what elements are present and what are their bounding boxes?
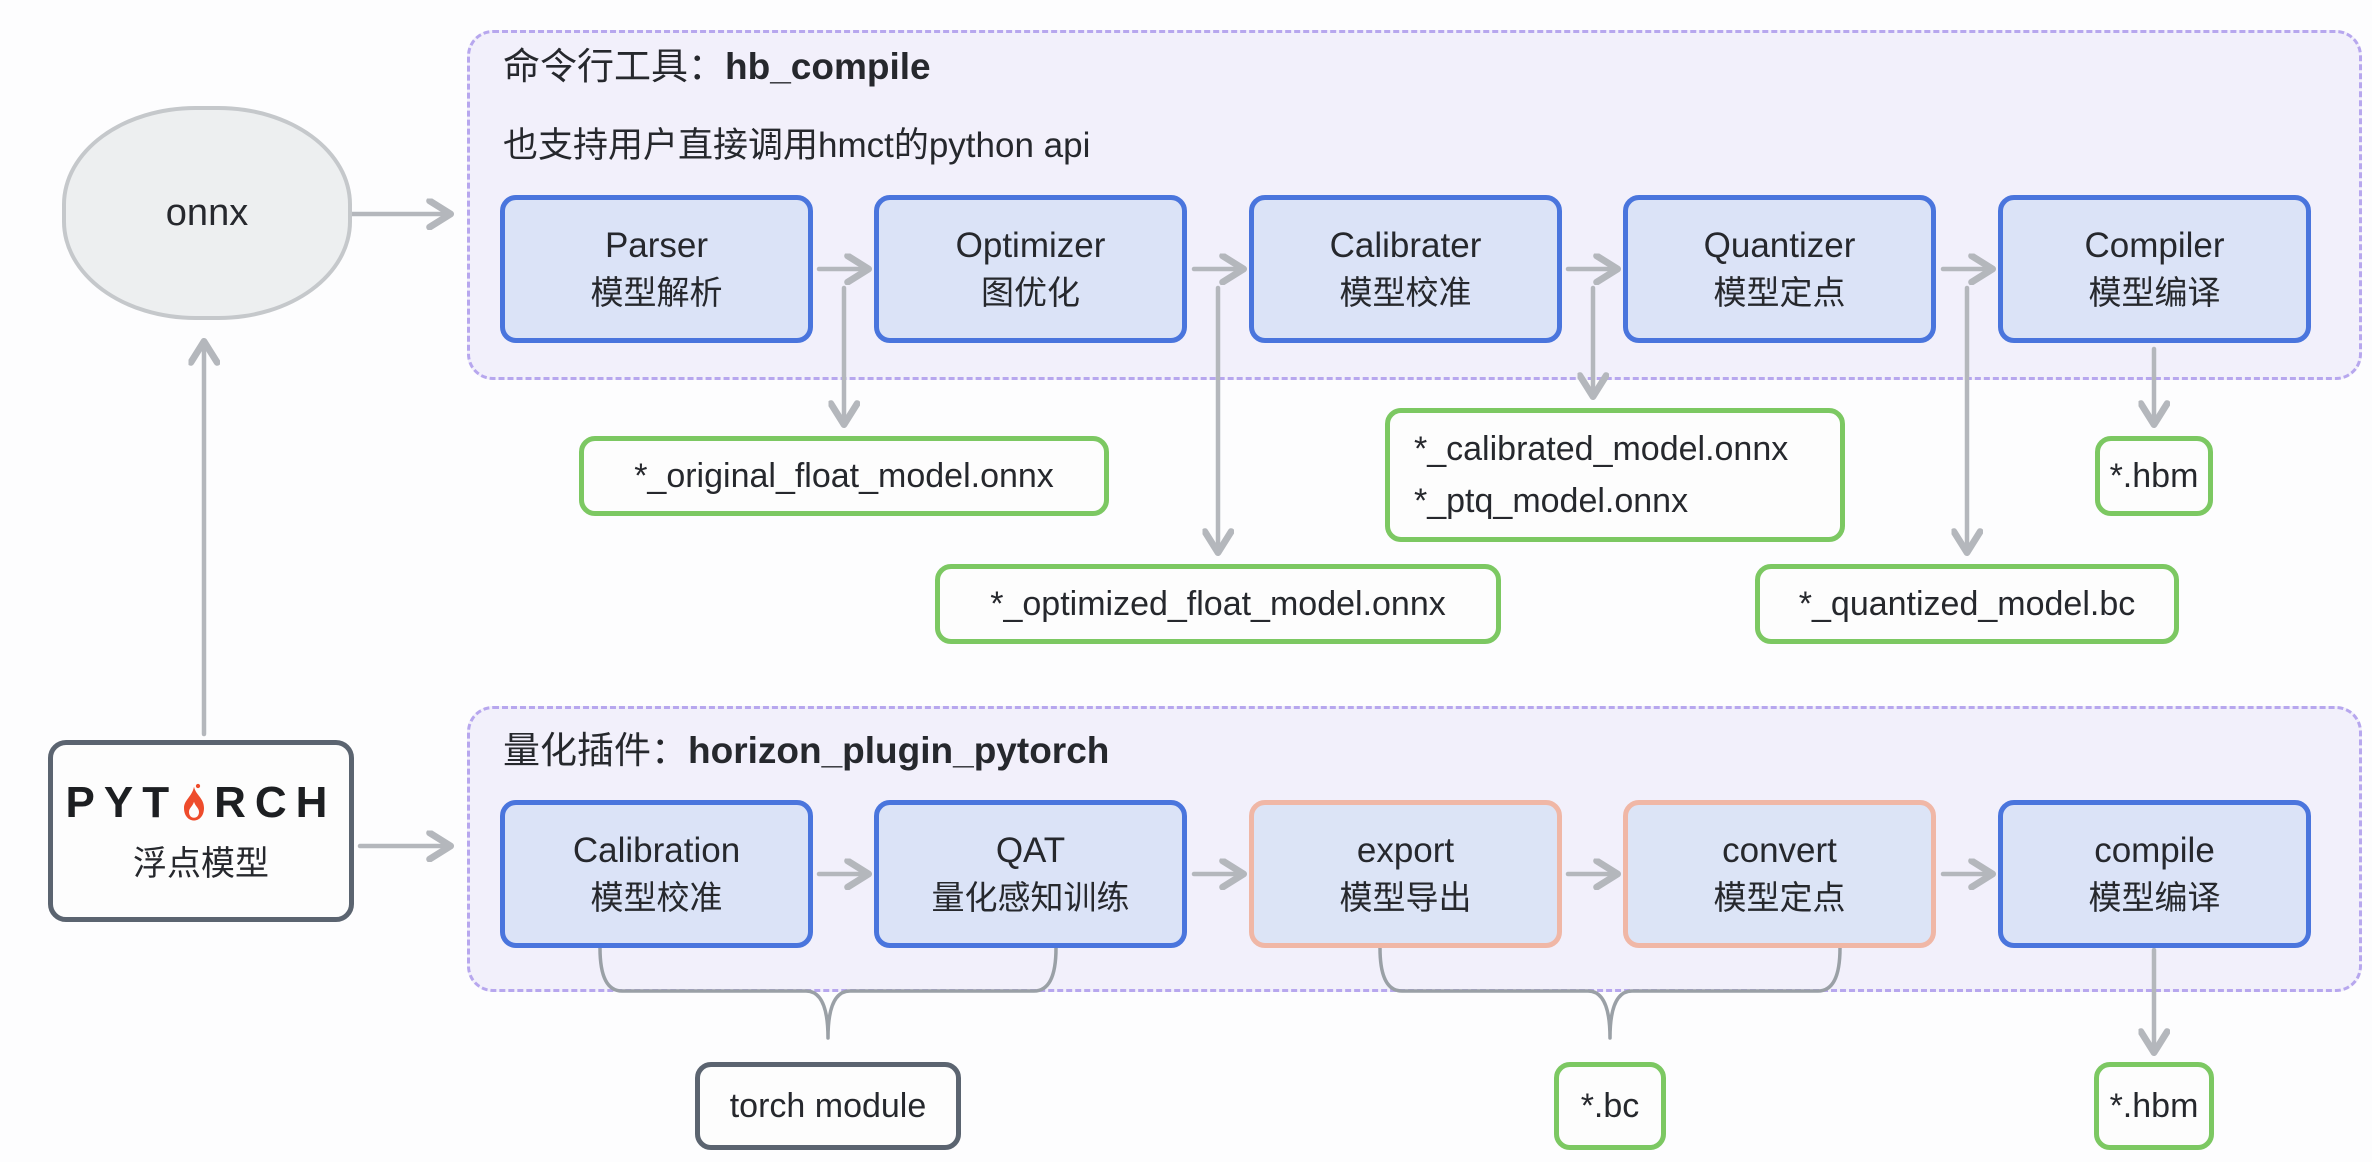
horizon-plugin-title: 量化插件：horizon_plugin_pytorch — [503, 728, 1109, 774]
horizon-plugin-title-code: horizon_plugin_pytorch — [688, 730, 1110, 771]
output-hbm-bottom-text: *.hbm — [2109, 1087, 2199, 1125]
stage-quantizer: Quantizer 模型定点 — [1623, 195, 1936, 343]
stage-convert-zh: 模型定点 — [1713, 879, 1846, 916]
stage-convert-en: convert — [1722, 831, 1837, 870]
stage-compile-zh: 模型编译 — [2088, 879, 2221, 916]
pytorch-flame-icon — [184, 783, 205, 820]
pytorch-sublabel: 浮点模型 — [133, 844, 269, 883]
stage-parser-en: Parser — [604, 226, 709, 265]
stage-export: export 模型导出 — [1249, 800, 1562, 948]
pytorch-logo-right: RCH — [214, 777, 337, 827]
stage-calibration: Calibration 模型校准 — [500, 800, 813, 948]
output-ptq-model-text: *_ptq_model.onnx — [1414, 482, 1689, 520]
stage-compiler-en: Compiler — [2084, 226, 2225, 265]
output-torch-module-text: torch module — [729, 1087, 927, 1125]
stage-compiler-zh: 模型编译 — [2088, 274, 2221, 311]
output-bc: *.bc — [1554, 1062, 1666, 1150]
output-bc-text: *.bc — [1580, 1087, 1640, 1125]
pytorch-logo: PYT RCH — [66, 778, 337, 828]
stage-compile: compile 模型编译 — [1998, 800, 2311, 948]
hb-compile-title-code: hb_compile — [725, 46, 931, 87]
stage-calibrater-zh: 模型校准 — [1339, 274, 1472, 311]
pytorch-logo-left: PYT — [65, 777, 179, 827]
stage-optimizer-zh: 图优化 — [981, 274, 1080, 311]
output-calibrated-model-text: *_calibrated_model.onnx — [1414, 430, 1789, 468]
onnx-label: onnx — [165, 191, 249, 234]
stage-compiler: Compiler 模型编译 — [1998, 195, 2311, 343]
hb-compile-title-prefix: 命令行工具： — [503, 46, 725, 87]
output-original-float-model-text: *_original_float_model.onnx — [634, 457, 1054, 495]
stage-calibrater-en: Calibrater — [1329, 226, 1482, 265]
hb-compile-title: 命令行工具：hb_compile — [503, 44, 931, 90]
stage-parser: Parser 模型解析 — [500, 195, 813, 343]
output-calibrated-ptq-model: *_calibrated_model.onnx *_ptq_model.onnx — [1385, 408, 1845, 542]
horizon-plugin-title-prefix: 量化插件： — [503, 730, 688, 771]
pytorch-node: PYT RCH 浮点模型 — [48, 740, 354, 922]
output-hbm-top: *.hbm — [2095, 436, 2213, 516]
stage-export-zh: 模型导出 — [1339, 879, 1472, 916]
stage-calibration-en: Calibration — [572, 831, 741, 870]
hb-compile-subtitle: 也支持用户直接调用hmct的python api — [503, 126, 1091, 165]
stage-calibration-zh: 模型校准 — [590, 879, 723, 916]
stage-qat: QAT 量化感知训练 — [874, 800, 1187, 948]
output-torch-module: torch module — [695, 1062, 961, 1150]
stage-compile-en: compile — [2094, 831, 2215, 870]
stage-quantizer-zh: 模型定点 — [1713, 274, 1846, 311]
stage-optimizer: Optimizer 图优化 — [874, 195, 1187, 343]
stage-qat-en: QAT — [995, 831, 1066, 870]
stage-calibrater: Calibrater 模型校准 — [1249, 195, 1562, 343]
output-optimized-float-model: *_optimized_float_model.onnx — [935, 564, 1501, 644]
output-hbm-top-text: *.hbm — [2109, 457, 2199, 495]
stage-quantizer-en: Quantizer — [1703, 226, 1856, 265]
stage-qat-zh: 量化感知训练 — [931, 879, 1130, 916]
stage-convert: convert 模型定点 — [1623, 800, 1936, 948]
output-hbm-bottom: *.hbm — [2094, 1062, 2214, 1150]
output-original-float-model: *_original_float_model.onnx — [579, 436, 1109, 516]
output-quantized-model-text: *_quantized_model.bc — [1798, 585, 2136, 623]
output-quantized-model: *_quantized_model.bc — [1755, 564, 2179, 644]
stage-optimizer-en: Optimizer — [955, 226, 1106, 265]
stage-parser-zh: 模型解析 — [590, 274, 723, 311]
stage-export-en: export — [1356, 831, 1455, 870]
output-optimized-float-model-text: *_optimized_float_model.onnx — [990, 585, 1446, 623]
onnx-node: onnx — [62, 106, 352, 320]
